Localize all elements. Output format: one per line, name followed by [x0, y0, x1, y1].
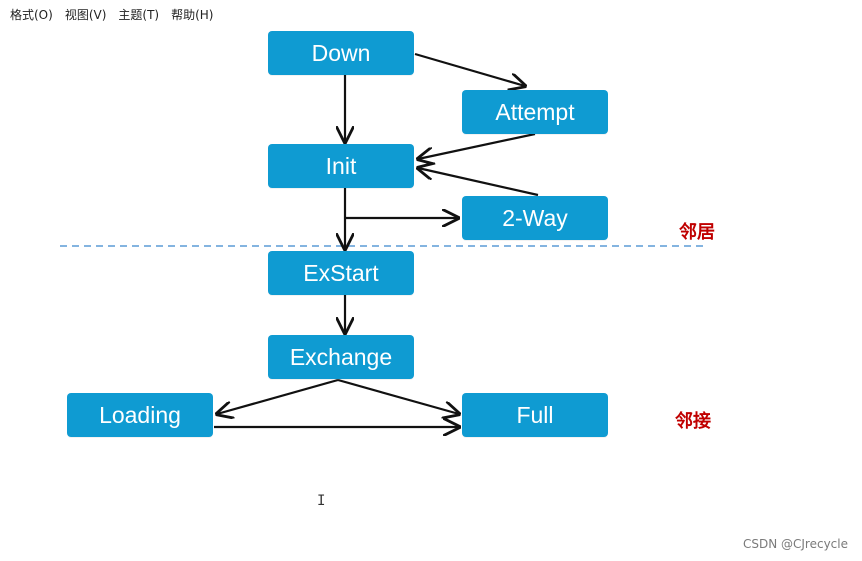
menu-bar: 格式(O) 视图(V) 主题(T) 帮助(H): [0, 0, 862, 28]
text-cursor-icon: I: [317, 493, 326, 509]
node-loading[interactable]: Loading: [67, 393, 213, 437]
menu-theme[interactable]: 主题(T): [118, 7, 160, 22]
node-init[interactable]: Init: [268, 144, 414, 188]
menu-help[interactable]: 帮助(H): [171, 7, 214, 22]
node-down[interactable]: Down: [268, 31, 414, 75]
node-exstart[interactable]: ExStart: [268, 251, 414, 295]
node-exchange[interactable]: Exchange: [268, 335, 414, 379]
label-neighbor: 邻居: [679, 222, 715, 243]
arrow-twoway-init: [418, 168, 539, 197]
arrow-attempt-init: [418, 132, 536, 159]
watermark: CSDN @CJrecycle: [742, 537, 848, 551]
arrow-exchange-loading: [217, 378, 339, 414]
arrow-down-attempt: [414, 52, 525, 86]
node-full[interactable]: Full: [462, 393, 608, 437]
node-attempt[interactable]: Attempt: [462, 90, 608, 134]
node-2-way[interactable]: 2-Way: [462, 196, 608, 240]
label-adjacency: 邻接: [675, 411, 711, 432]
menu-view[interactable]: 视图(V): [64, 7, 107, 22]
arrow-exchange-full: [337, 378, 459, 414]
menu-format[interactable]: 格式(O): [10, 7, 53, 22]
